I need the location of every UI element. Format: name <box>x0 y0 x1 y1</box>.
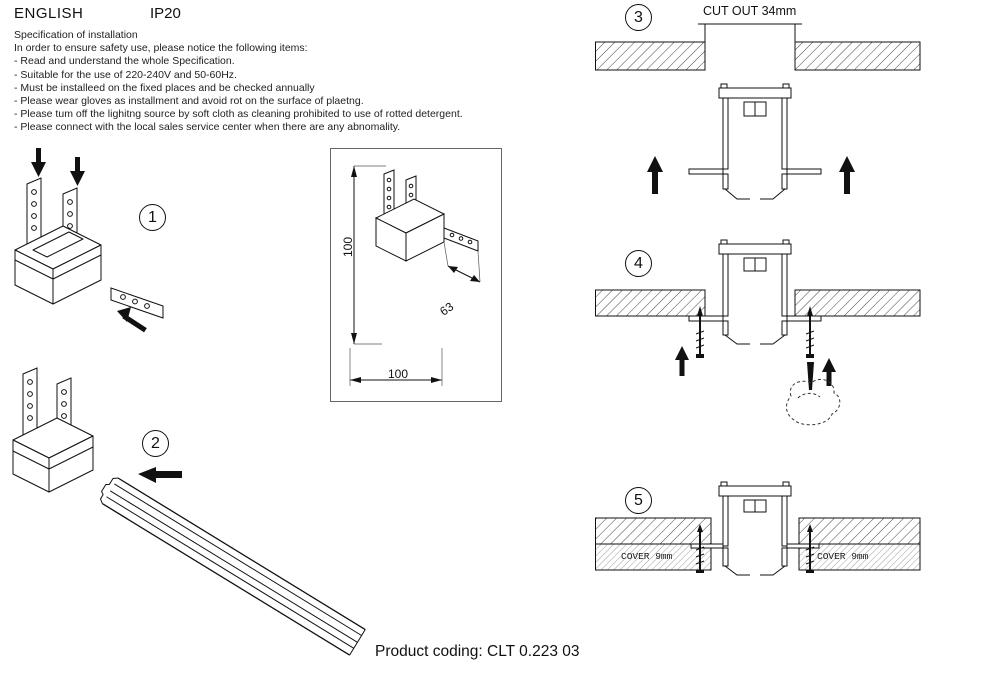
screw <box>805 306 815 358</box>
corner-body <box>14 225 102 305</box>
track-profile <box>688 83 822 200</box>
slide-direction-arrow <box>138 467 182 483</box>
cutout-dimension-label: CUT OUT 34mm <box>703 4 797 18</box>
insert-down-arrow <box>70 157 85 186</box>
spec-intro: In order to ensure safety use, please no… <box>14 42 308 55</box>
mounting-strap <box>22 367 38 437</box>
step-3-badge: 3 <box>625 4 652 31</box>
push-up-arrow <box>822 358 836 386</box>
corner-connector-small <box>374 169 479 262</box>
corner-body <box>12 417 94 493</box>
ceiling-panel-right <box>798 517 921 545</box>
ip-rating: IP20 <box>150 5 181 22</box>
push-up-arrow <box>675 346 689 376</box>
screw <box>695 524 705 573</box>
push-up-arrow <box>839 156 855 194</box>
dim-line-diagonal <box>443 241 481 283</box>
ceiling-panel-left <box>595 517 712 545</box>
mounting-strap <box>26 177 42 247</box>
spec-item: - Suitable for the use of 220-240V and 5… <box>14 68 237 81</box>
spec-text-block: Specification of installation In order t… <box>14 29 463 135</box>
push-up-arrow <box>647 156 663 194</box>
product-coding: Product coding: CLT 0.223 03 <box>375 643 580 660</box>
step-1-badge: 1 <box>139 204 166 231</box>
spec-item: - Please tum off the lighitng source by … <box>14 108 463 121</box>
track-profile <box>688 239 822 345</box>
dimension-drawing <box>330 148 502 402</box>
diagram-step4-screws <box>595 239 921 426</box>
spec-title: Specification of installation <box>14 29 138 41</box>
dim-100-horizontal: 100 <box>387 367 409 381</box>
connector-strap <box>110 287 164 319</box>
cutout-leader-lines <box>698 23 802 42</box>
step-2-badge: 2 <box>142 430 169 457</box>
screw <box>805 524 815 573</box>
diagram-step5-cover <box>595 481 921 576</box>
step-5-badge: 5 <box>625 487 652 514</box>
diagram-step3-cutout <box>595 23 921 200</box>
ceiling-panel-right <box>794 289 921 317</box>
insert-direction-arrow <box>117 307 147 333</box>
track-rail <box>99 477 366 656</box>
ceiling-panel-left <box>595 289 706 317</box>
dim-line-vertical <box>351 165 386 345</box>
dim-line-horizontal <box>349 348 443 386</box>
step-4-badge: 4 <box>625 250 652 277</box>
diagram-step1-corner-connector <box>14 148 164 333</box>
screwdriver-hand <box>786 362 841 426</box>
spec-item: - Please connect with the local sales se… <box>14 121 401 134</box>
spec-item: - Must be installeed on the fixed places… <box>14 81 315 94</box>
diagram-step2-track-join <box>12 367 366 656</box>
language-title: ENGLISH <box>14 5 84 22</box>
ceiling-panel-left <box>595 41 706 71</box>
spec-item: - Read and understand the whole Specific… <box>14 55 235 68</box>
track-profile <box>690 481 820 576</box>
spec-item: - Please wear gloves as installment and … <box>14 95 364 108</box>
screw <box>695 306 705 358</box>
insert-down-arrow <box>31 148 46 177</box>
ceiling-panel-right <box>794 41 921 71</box>
